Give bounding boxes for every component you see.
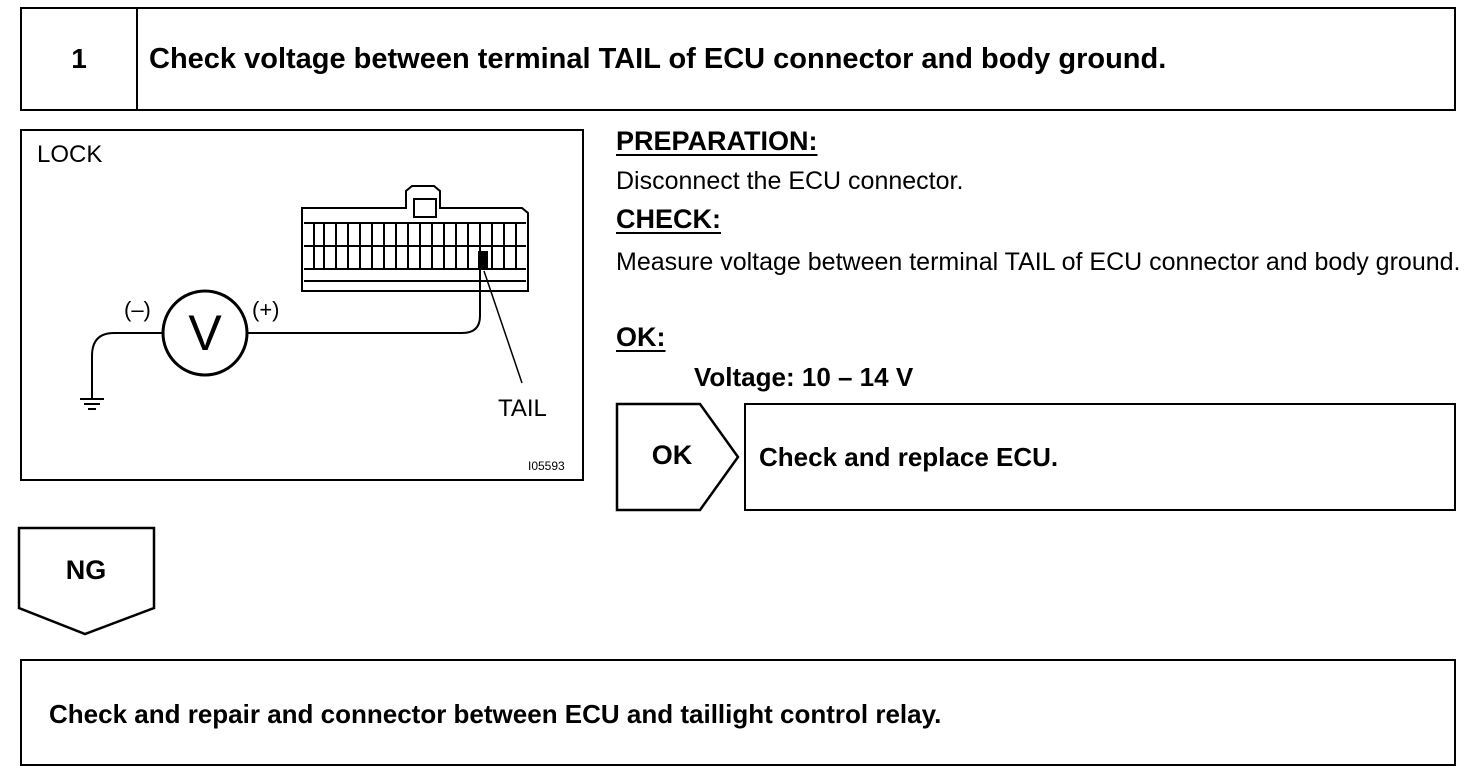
step-number: 1 — [22, 9, 138, 109]
ok-tag-shape — [615, 402, 740, 512]
ok-spec: Voltage: 10 – 14 V — [694, 362, 914, 392]
diagram-panel: LOCK — [20, 129, 584, 481]
ecu-connector-icon — [301, 185, 529, 292]
preparation-text: Disconnect the ECU connector. — [616, 167, 964, 195]
ng-tag-label: NG — [65, 555, 107, 585]
figure-id: I05593 — [528, 459, 565, 473]
negative-lead — [91, 332, 162, 399]
ng-tag-shape — [17, 526, 156, 636]
preparation-heading: PREPARATION: — [616, 126, 818, 156]
check-text: Measure voltage between terminal TAIL of… — [616, 248, 1461, 276]
tail-terminal-marker — [478, 251, 488, 269]
connector-wiring-diagram — [80, 185, 529, 410]
ng-action-box: Check and repair and connector between E… — [20, 659, 1456, 766]
step-header: 1 Check voltage between terminal TAIL of… — [20, 7, 1456, 111]
plus-label: (+) — [252, 297, 280, 322]
ng-action-text: Check and repair and connector between E… — [49, 699, 942, 729]
step-title: Check voltage between terminal TAIL of E… — [149, 43, 1167, 75]
ok-action-text: Check and replace ECU. — [759, 442, 1059, 472]
positive-lead — [248, 266, 481, 334]
ground-icon — [80, 398, 104, 410]
voltmeter-icon — [161, 289, 249, 377]
ok-action-box: Check and replace ECU. — [744, 403, 1456, 511]
voltmeter-symbol: V — [188, 305, 222, 361]
check-heading: CHECK: — [616, 204, 721, 234]
tail-leader-line — [483, 270, 523, 384]
ok-heading: OK: — [616, 322, 666, 352]
lock-label: LOCK — [37, 141, 103, 168]
minus-label: (–) — [124, 297, 151, 322]
terminal-label: TAIL — [498, 395, 547, 422]
ok-tag-label: OK — [651, 440, 693, 470]
